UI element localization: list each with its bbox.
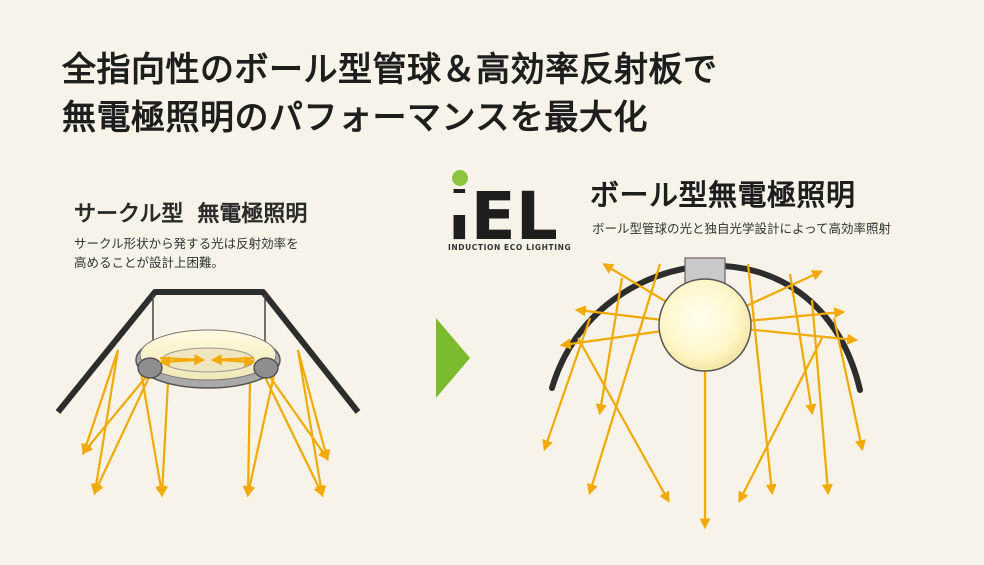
circle-type-description: サークル形状から発する光は反射効率を 高めることが設計上困難。 <box>74 234 364 272</box>
iel-logo: iEL INDUCTION ECO LIGHTING <box>448 163 583 258</box>
circle-lamp <box>135 329 281 389</box>
headline-line-2: 無電極照明のパフォーマンスを最大化 <box>62 98 648 138</box>
arrow-right-icon <box>436 318 470 398</box>
inner-reflection-rays <box>158 354 256 368</box>
iel-logo-mark: iEL <box>448 170 558 255</box>
ball-bulb <box>658 278 752 372</box>
circle-type-reflector <box>55 289 361 414</box>
headline: 全指向性のボール型管球＆高効率反射板で 無電極照明のパフォーマンスを最大化 <box>62 46 718 142</box>
circle-type-title: サークル型無電極照明 <box>74 196 307 228</box>
ball-type-description: ボール型管球の光と独自光学設計によって高効率照射 <box>592 221 892 236</box>
circle-type-desc-line-1: サークル形状から発する光は反射効率を <box>74 236 299 251</box>
circle-type-desc-line-2: 高めることが設計上困難。 <box>74 255 225 270</box>
headline-line-1: 全指向性のボール型管球＆高効率反射板で <box>62 50 718 90</box>
logo-tagline: INDUCTION ECO LIGHTING <box>448 243 572 252</box>
logo-text: iEL <box>448 178 558 243</box>
circle-type-fixture <box>55 289 361 498</box>
circle-type-title-part-1: サークル型 <box>74 202 184 227</box>
ball-type-title: ボール型無電極照明 <box>590 178 856 212</box>
logo-dot-icon <box>452 170 468 186</box>
circle-type-title-part-2: 無電極照明 <box>197 202 308 227</box>
ball-type-fixture <box>542 257 866 530</box>
